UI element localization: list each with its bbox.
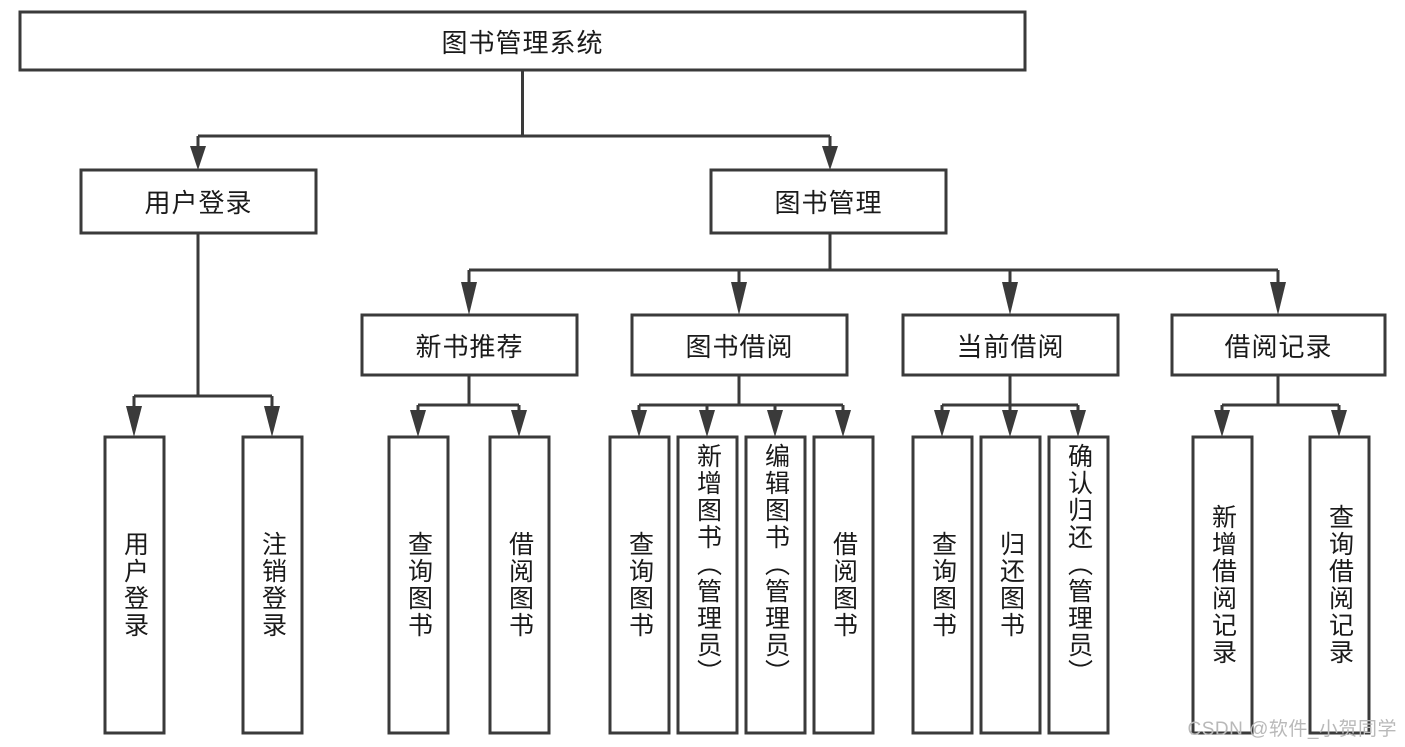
arrow-head-leaf-logout bbox=[264, 406, 280, 437]
node-box-current-borrow[interactable] bbox=[901, 313, 1120, 377]
arrow-head-to-user-login bbox=[190, 146, 206, 170]
arrow-head-book-borrow bbox=[731, 282, 747, 315]
connector-group-book-borrow bbox=[631, 375, 851, 437]
arrow-head-current-borrow bbox=[1002, 282, 1018, 315]
arrow-head-leaf-add-record bbox=[1214, 410, 1230, 437]
arrow-head-leaf-add-book bbox=[699, 410, 715, 437]
node-box-leaf-user-login[interactable] bbox=[103, 435, 166, 735]
arrow-head-to-book-management bbox=[822, 146, 838, 170]
node-box-leaf-query-book-2[interactable] bbox=[608, 435, 671, 735]
connector-group-user-login bbox=[126, 233, 280, 437]
node-box-borrow-record[interactable] bbox=[1170, 313, 1387, 377]
arrow-head-leaf-borrow-book-2 bbox=[835, 410, 851, 437]
arrow-head-new-book-recommend bbox=[461, 282, 477, 315]
connector-group-root bbox=[190, 71, 838, 170]
node-box-leaf-borrow-book-1[interactable] bbox=[488, 435, 551, 735]
node-box-leaf-add-book[interactable] bbox=[676, 435, 739, 735]
node-box-book-borrow[interactable] bbox=[630, 313, 849, 377]
node-box-leaf-query-book-3[interactable] bbox=[911, 435, 974, 735]
node-box-leaf-query-record[interactable] bbox=[1308, 435, 1371, 735]
arrow-head-borrow-record bbox=[1270, 282, 1286, 315]
node-box-leaf-add-record[interactable] bbox=[1191, 435, 1254, 735]
arrow-head-leaf-query-book-2 bbox=[631, 410, 647, 437]
arrow-head-leaf-user-login bbox=[126, 406, 142, 437]
node-box-leaf-confirm-return[interactable] bbox=[1047, 435, 1110, 735]
node-box-leaf-borrow-book-2[interactable] bbox=[812, 435, 875, 735]
node-box-leaf-logout[interactable] bbox=[241, 435, 304, 735]
node-box-leaf-edit-book[interactable] bbox=[744, 435, 807, 735]
node-box-user-login[interactable] bbox=[79, 168, 318, 235]
connector-group-new-book-recommend bbox=[410, 375, 527, 437]
arrow-head-leaf-confirm-return bbox=[1070, 410, 1086, 437]
node-box-leaf-return-book[interactable] bbox=[979, 435, 1042, 735]
connector-group-current-borrow bbox=[934, 375, 1086, 437]
connector-group-book-management bbox=[461, 233, 1286, 315]
node-box-book-management[interactable] bbox=[709, 168, 948, 235]
arrow-head-leaf-edit-book bbox=[767, 410, 783, 437]
arrow-head-leaf-return-book bbox=[1002, 410, 1018, 437]
arrow-head-leaf-borrow-book-1 bbox=[511, 410, 527, 437]
arrow-head-leaf-query-record bbox=[1331, 410, 1347, 437]
node-box-new-book-recommend[interactable] bbox=[360, 313, 579, 377]
node-box-root[interactable] bbox=[18, 10, 1027, 72]
arrow-head-leaf-query-book-1 bbox=[410, 410, 426, 437]
connector-group-borrow-record bbox=[1214, 375, 1347, 437]
arrow-head-leaf-query-book-3 bbox=[934, 410, 950, 437]
node-box-leaf-query-book-1[interactable] bbox=[387, 435, 450, 735]
